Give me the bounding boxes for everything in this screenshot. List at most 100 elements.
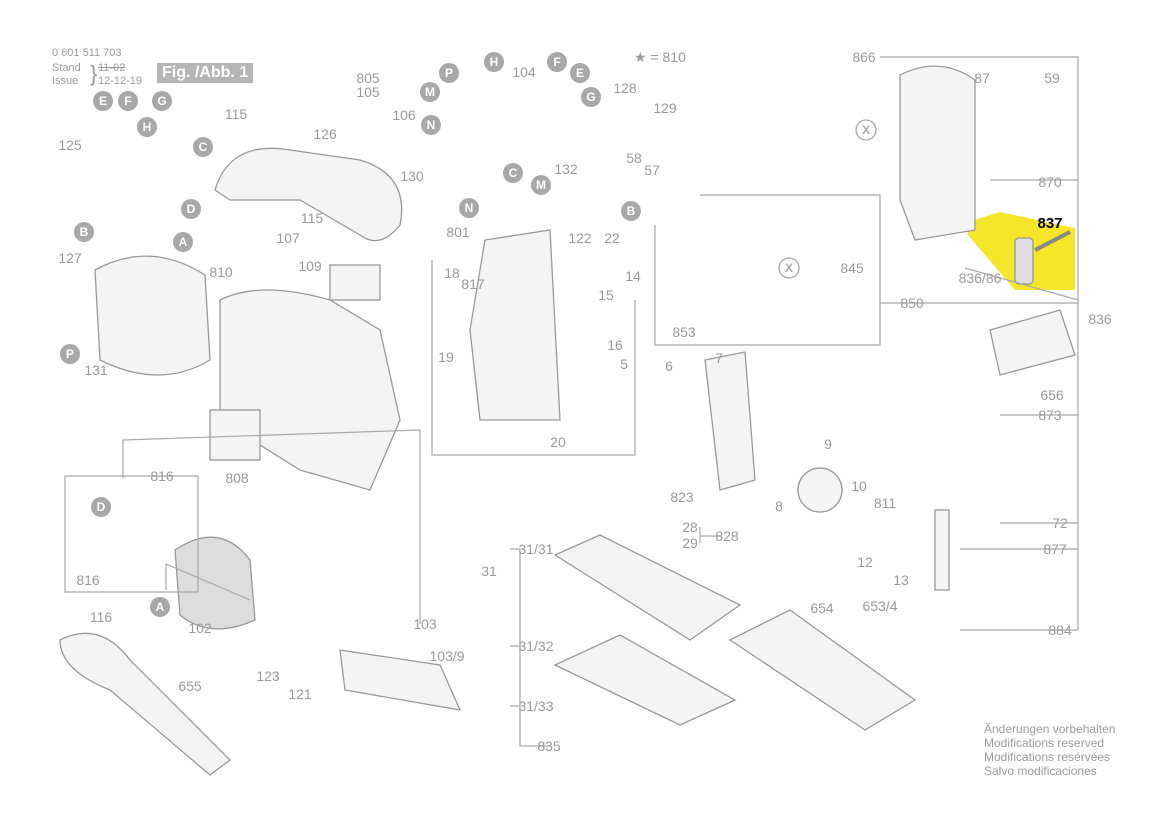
- part-label-828: 828: [715, 528, 739, 544]
- part-label-103-9: 103/9: [429, 648, 464, 664]
- part-label-870: 870: [1038, 174, 1062, 190]
- housing-810: [219, 289, 401, 491]
- part-label-654: 654: [810, 600, 834, 616]
- brace: }: [90, 61, 98, 86]
- part-label-31-32: 31/32: [518, 638, 553, 654]
- part-label-845: 845: [840, 260, 864, 276]
- part-label-130: 130: [400, 168, 424, 184]
- part-label-102: 102: [188, 620, 212, 636]
- part-label-132: 132: [554, 161, 578, 177]
- part-label-873: 873: [1038, 407, 1062, 423]
- part-label-835: 835: [537, 738, 561, 754]
- svg-text:X: X: [785, 261, 793, 275]
- svg-text:M: M: [536, 178, 546, 192]
- callout-e: E: [93, 91, 113, 111]
- part-label-811: 811: [874, 495, 897, 511]
- motor-housing-127: [94, 255, 211, 376]
- star-note: ★ = 810: [634, 49, 686, 65]
- part-label-121: 121: [288, 686, 312, 702]
- callout-f: F: [547, 52, 567, 72]
- part-label-128: 128: [613, 80, 637, 96]
- svg-text:P: P: [66, 347, 74, 361]
- figure-label: Fig. /Abb. 1: [157, 63, 254, 83]
- callout-c: C: [193, 137, 213, 157]
- handle-126: [214, 147, 403, 242]
- part-label-823: 823: [670, 489, 694, 505]
- part-label-115: 115: [301, 210, 324, 226]
- svg-text:P: P: [445, 66, 453, 80]
- part-7: [704, 351, 756, 491]
- part-label-116: 116: [90, 609, 113, 625]
- svg-text:G: G: [157, 94, 166, 108]
- callout-p: P: [60, 344, 80, 364]
- part-label-105: 105: [356, 84, 380, 100]
- part-label-18: 18: [444, 265, 460, 281]
- callout-g: G: [152, 91, 172, 111]
- svg-text:N: N: [427, 118, 436, 132]
- part-label-109: 109: [298, 258, 322, 274]
- part-label-31: 31: [481, 563, 497, 579]
- callout-x: X: [778, 257, 800, 279]
- stand-date: 11-02: [98, 62, 126, 74]
- part-label-7: 7: [715, 350, 723, 366]
- callout-n: N: [459, 198, 479, 218]
- svg-text:B: B: [80, 225, 89, 239]
- callout-n: N: [421, 115, 441, 135]
- part-label-29: 29: [682, 535, 698, 551]
- hose-655: [59, 632, 231, 776]
- part-label-850: 850: [900, 295, 924, 311]
- part-label-58: 58: [626, 150, 642, 166]
- plate-31-32: [553, 634, 737, 726]
- callout-c: C: [503, 163, 523, 183]
- part-label-12: 12: [857, 554, 873, 570]
- part-label-6: 6: [665, 358, 673, 374]
- svg-text:D: D: [187, 202, 196, 216]
- svg-text:X: X: [862, 123, 870, 137]
- callout-a: A: [150, 597, 170, 617]
- callout-p: P: [439, 63, 459, 83]
- svg-text:A: A: [156, 600, 165, 614]
- svg-text:A: A: [179, 235, 188, 249]
- note-de: Änderungen vorbehalten: [984, 722, 1116, 736]
- part-label-8: 8: [775, 498, 783, 514]
- part-label-57: 57: [644, 162, 660, 178]
- part-label-20: 20: [550, 434, 566, 450]
- part-label-107: 107: [276, 230, 300, 246]
- part-label-10: 10: [851, 478, 867, 494]
- callout-e: E: [570, 63, 590, 83]
- plate-654: [728, 609, 917, 731]
- part-label-104: 104: [512, 64, 536, 80]
- part-number: 0 601 511 703: [52, 47, 122, 59]
- callout-m: M: [420, 82, 440, 102]
- callout-x: X: [855, 119, 877, 141]
- callout-h: H: [484, 52, 504, 72]
- label-109: [329, 264, 381, 301]
- part-label-656: 656: [1040, 387, 1064, 403]
- part-label-115: 115: [225, 106, 248, 122]
- svg-text:B: B: [627, 204, 636, 218]
- svg-text:C: C: [199, 140, 208, 154]
- part-label-816: 816: [150, 468, 174, 484]
- callout-d: D: [181, 199, 201, 219]
- svg-text:F: F: [553, 55, 560, 69]
- note-es: Salvo modificaciones: [984, 764, 1097, 778]
- svg-text:E: E: [576, 66, 584, 80]
- part-label-884: 884: [1048, 622, 1072, 638]
- part-label-14: 14: [625, 268, 641, 284]
- label-808: [209, 409, 261, 461]
- leader-lines: [64, 56, 1079, 747]
- part-label-126: 126: [313, 126, 337, 142]
- callout-m: M: [531, 175, 551, 195]
- part-label-9: 9: [824, 436, 832, 452]
- issue-date: 12-12-19: [98, 75, 143, 87]
- svg-text:H: H: [490, 55, 499, 69]
- part-label-28: 28: [682, 519, 698, 535]
- part-label-653-4: 653/4: [862, 598, 897, 614]
- part-label-19: 19: [438, 349, 454, 365]
- issue-label: Issue: [52, 75, 79, 87]
- part-label-866: 866: [852, 49, 876, 65]
- gear-9: [797, 467, 843, 513]
- svg-text:C: C: [509, 166, 518, 180]
